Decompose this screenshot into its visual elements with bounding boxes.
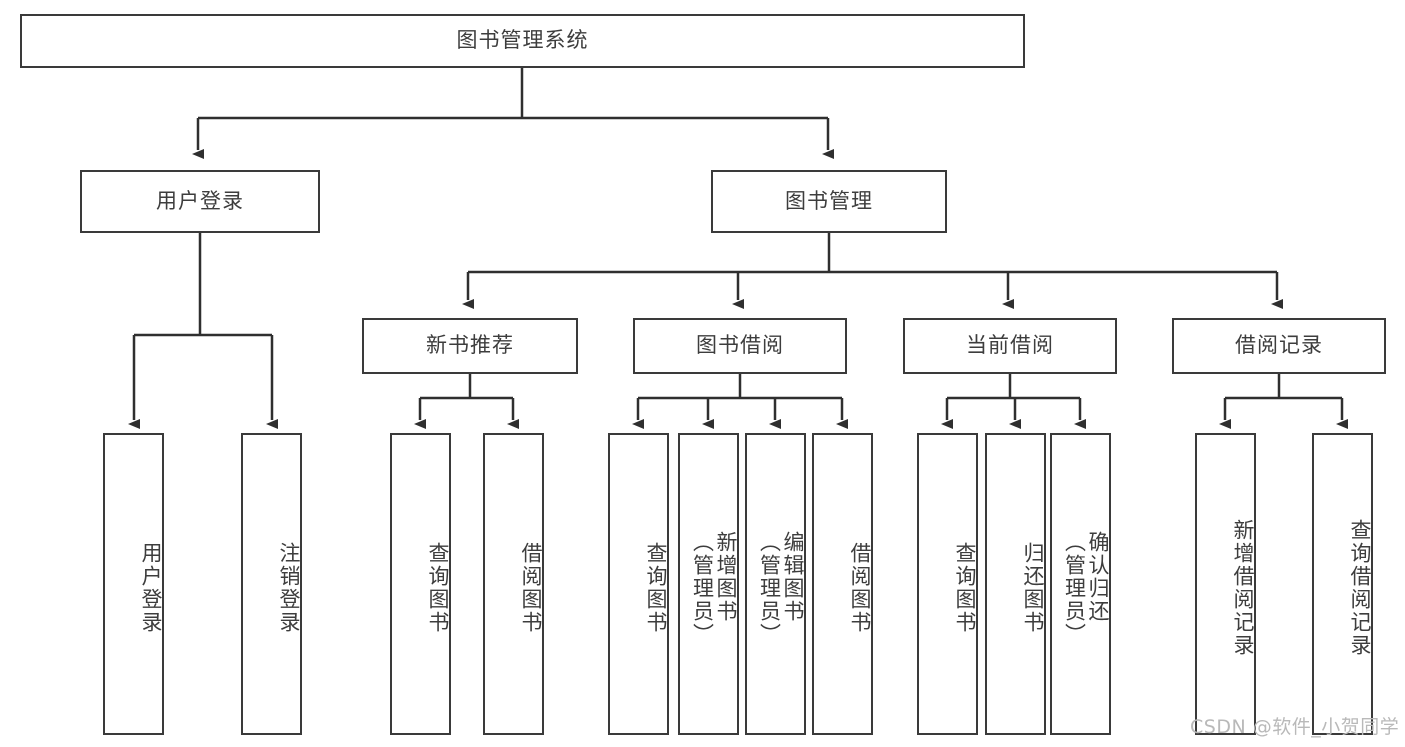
leaf-new-book-query[interactable]: 查询图书	[390, 433, 451, 735]
leaf-user-login-login[interactable]: 用户登录	[103, 433, 164, 735]
node-label: 注销登录	[277, 542, 301, 634]
leaf-user-login-logout[interactable]: 注销登录	[241, 433, 302, 735]
node-label: 新书推荐	[426, 333, 514, 358]
node-label: 用户登录	[156, 188, 244, 213]
node-root-book-management-system[interactable]: 图书管理系统	[20, 14, 1025, 68]
leaf-current-return-book[interactable]: 归还图书	[985, 433, 1046, 735]
node-label: 新增借阅记录	[1231, 519, 1255, 657]
node-label: 借阅图书	[519, 542, 543, 634]
node-label: 查询图书	[426, 542, 450, 634]
leaf-records-query-record[interactable]: 查询借阅记录	[1312, 433, 1373, 735]
node-label: 新增图书 （管理员）	[690, 530, 738, 646]
leaf-borrow-add-book-admin[interactable]: 新增图书 （管理员）	[678, 433, 739, 735]
csdn-watermark: CSDN @软件_小贺同学	[1190, 716, 1400, 738]
leaf-current-confirm-return-admin[interactable]: 确认归还 （管理员）	[1050, 433, 1111, 735]
node-label: 图书管理系统	[456, 28, 589, 53]
node-label: 归还图书	[1021, 542, 1045, 634]
node-label: 查询图书	[953, 542, 977, 634]
node-current-borrow[interactable]: 当前借阅	[903, 318, 1117, 374]
node-label: 用户登录	[139, 542, 163, 634]
node-label: 借阅图书	[848, 542, 872, 634]
node-book-management[interactable]: 图书管理	[711, 170, 947, 233]
node-borrow-records[interactable]: 借阅记录	[1172, 318, 1386, 374]
leaf-borrow-query-book[interactable]: 查询图书	[608, 433, 669, 735]
node-label: 编辑图书 （管理员）	[757, 530, 805, 646]
node-book-borrow[interactable]: 图书借阅	[633, 318, 847, 374]
leaf-borrow-borrow-book[interactable]: 借阅图书	[812, 433, 873, 735]
leaf-records-add-record[interactable]: 新增借阅记录	[1195, 433, 1256, 735]
leaf-current-query-book[interactable]: 查询图书	[917, 433, 978, 735]
node-label: 借阅记录	[1235, 333, 1323, 358]
node-label: 图书管理	[785, 188, 873, 213]
node-user-login[interactable]: 用户登录	[80, 170, 320, 233]
node-label: 查询图书	[644, 542, 668, 634]
leaf-borrow-edit-book-admin[interactable]: 编辑图书 （管理员）	[745, 433, 806, 735]
node-new-book-recommend[interactable]: 新书推荐	[362, 318, 578, 374]
node-label: 当前借阅	[966, 333, 1054, 358]
node-label: 图书借阅	[696, 333, 784, 358]
node-label: 确认归还 （管理员）	[1062, 530, 1110, 646]
node-label: 查询借阅记录	[1348, 519, 1372, 657]
leaf-new-book-borrow[interactable]: 借阅图书	[483, 433, 544, 735]
